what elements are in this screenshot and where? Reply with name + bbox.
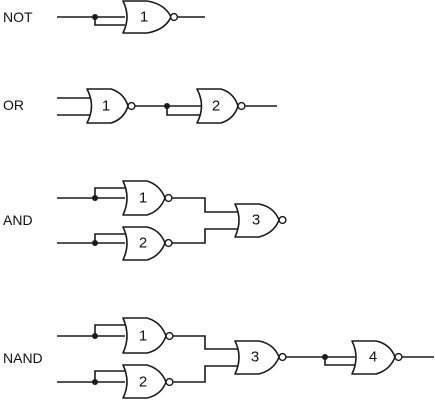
nand-junction-dot-a — [92, 333, 98, 339]
nand-gate-3-number: 3 — [251, 349, 259, 366]
nand-junction-dot-c — [322, 354, 328, 360]
nand-input-wire-a — [57, 324, 125, 337]
and-gate-2-number: 2 — [139, 235, 147, 252]
nand-mid-wires — [173, 335, 238, 383]
not-gate-1: 1 — [122, 0, 179, 34]
and-gate-3: 3 — [234, 203, 287, 238]
and-gate-2: 2 — [122, 226, 173, 261]
and-gate-3-number: 3 — [252, 212, 260, 229]
nand-junction-dot-b — [92, 379, 98, 385]
not-circuit: 1 — [57, 0, 205, 34]
and-junction-dot-a — [92, 195, 98, 201]
nand-circuit: 1 2 3 4 — [57, 317, 434, 399]
nand-gate-4: 4 — [351, 340, 403, 375]
or-gate-2-number: 2 — [212, 98, 220, 115]
and-mid-wires — [172, 197, 238, 244]
and-gate-1-number: 1 — [139, 190, 147, 207]
or-circuit: 1 2 — [57, 88, 277, 124]
row-label-or: OR — [3, 97, 24, 113]
nand-gate-1: 1 — [122, 317, 174, 354]
nand-gate-1-number: 1 — [139, 328, 147, 345]
or-gate-1: 1 — [86, 88, 136, 124]
or-gate-2: 2 — [196, 88, 246, 124]
row-label-not: NOT — [3, 9, 33, 25]
not-gate-1-number: 1 — [140, 9, 148, 26]
not-junction-dot — [92, 14, 98, 20]
nand-mid-wire-2 — [286, 356, 355, 366]
and-input-wire-a — [57, 187, 125, 199]
row-label-and: AND — [3, 212, 33, 228]
not-input-wire — [57, 16, 125, 26]
nand-gate-2-number: 2 — [139, 374, 147, 391]
and-junction-dot-b — [92, 240, 98, 246]
nand-gate-3: 3 — [234, 340, 287, 375]
and-input-wire-b — [57, 233, 125, 244]
or-gate-1-number: 1 — [102, 98, 110, 115]
nand-gate-4-number: 4 — [369, 349, 377, 366]
nand-gate-2: 2 — [122, 364, 174, 399]
and-circuit: 1 2 3 — [57, 180, 287, 261]
or-junction-dot — [164, 103, 170, 109]
nand-input-wire-b — [57, 370, 125, 383]
and-gate-1: 1 — [122, 180, 173, 216]
row-label-nand: NAND — [3, 350, 43, 366]
